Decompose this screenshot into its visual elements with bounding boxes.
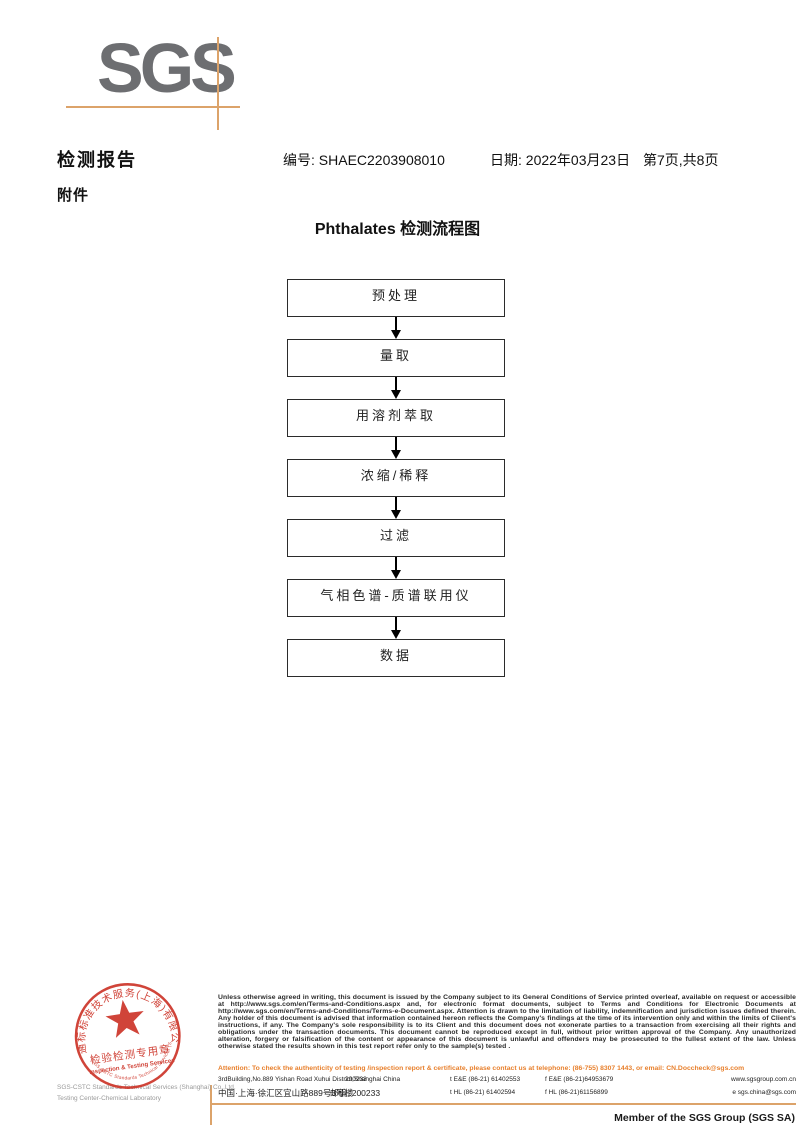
address-en: 3rdBuilding,No.889 Yishan Road Xuhui Dis…	[218, 1076, 401, 1083]
flow-arrow-down-icon	[287, 557, 505, 579]
address-cn: 中国·上海·徐汇区宜山路889号3号楼	[218, 1088, 354, 1098]
fax-ee: f E&E (86-21)64953679	[545, 1076, 614, 1083]
flow-step-concentrate-dilute: 浓缩/稀释	[287, 459, 505, 497]
lab-department: Testing Center-Chemical Laboratory	[57, 1095, 162, 1102]
footer-rule-horizontal	[210, 1103, 796, 1105]
sgs-logo: SGS	[97, 29, 237, 107]
flow-arrow-down-icon	[287, 377, 505, 399]
seal-star-icon	[105, 999, 144, 1038]
tel-ee: t E&E (86-21) 61402553	[450, 1076, 521, 1083]
seal-icon: 通标标准技术服务(上海)有限公司 检验检测专用章 Inspection & Te…	[36, 947, 183, 1090]
lab-company-lines: SGS-CSTC Standards Technical Services (S…	[57, 1082, 247, 1104]
report-date-label: 日期:	[490, 152, 522, 168]
flow-step-measure: 量取	[287, 339, 505, 377]
report-number-label: 编号:	[283, 152, 315, 168]
flow-step-pretreatment: 预处理	[287, 279, 505, 317]
flow-arrow-down-icon	[287, 317, 505, 339]
report-date: 日期: 2022年03月23日	[490, 150, 630, 170]
logo-crosshair-vertical	[217, 37, 219, 130]
flow-arrow-down-icon	[287, 617, 505, 639]
tel-hl: t HL (86-21) 61402594	[450, 1089, 516, 1096]
legal-disclaimer: Unless otherwise agreed in writing, this…	[218, 993, 796, 1050]
attachment-label: 附件	[57, 187, 90, 204]
flowchart-title: Phthalates 检测流程图	[314, 221, 481, 238]
report-date-value: 2022年03月23日	[525, 152, 631, 168]
flow-arrow-down-icon	[287, 497, 505, 519]
attention-notice: Attention: To check the authenticity of …	[218, 1064, 745, 1072]
fax-hl: f HL (86-21)61156899	[545, 1089, 608, 1096]
postcode-cn: 邮编: 200233	[330, 1088, 381, 1098]
website: www.sgsgroup.com.cn	[730, 1076, 796, 1083]
address-row-en: 3rdBuilding,No.889 Yishan Road Xuhui Dis…	[218, 1076, 796, 1087]
footer-rule-vertical	[210, 1085, 212, 1125]
flow-step-gcms: 气相色谱-质谱联用仪	[287, 579, 505, 617]
flow-step-filter: 过滤	[287, 519, 505, 557]
inspection-seal-stamp: 通标标准技术服务(上海)有限公司 检验检测专用章 Inspection & Te…	[36, 947, 214, 1124]
flow-step-data: 数据	[287, 639, 505, 677]
page-indicator: 第7页,共8页	[643, 152, 719, 168]
report-title: 检测报告	[57, 150, 137, 170]
report-number: 编号: SHAEC2203908010	[283, 150, 445, 170]
address-row-cn: 中国·上海·徐汇区宜山路889号3号楼 邮编: 200233 t HL (86-…	[218, 1087, 796, 1098]
lab-company-name: SGS-CSTC Standards Technical Services (S…	[57, 1084, 236, 1091]
flowchart: 预处理 量取 用溶剂萃取 浓缩/稀释 过滤 气相色谱-质谱联用仪 数据	[287, 279, 505, 677]
sgs-member-line: Member of the SGS Group (SGS SA)	[614, 1112, 795, 1124]
flow-arrow-down-icon	[287, 437, 505, 459]
report-number-value: SHAEC2203908010	[318, 152, 445, 168]
flow-step-solvent-extraction: 用溶剂萃取	[287, 399, 505, 437]
postcode-en: 200233	[345, 1076, 367, 1083]
email: e sgs.china@sgs.com	[732, 1089, 796, 1096]
logo-crosshair-horizontal	[66, 106, 240, 108]
